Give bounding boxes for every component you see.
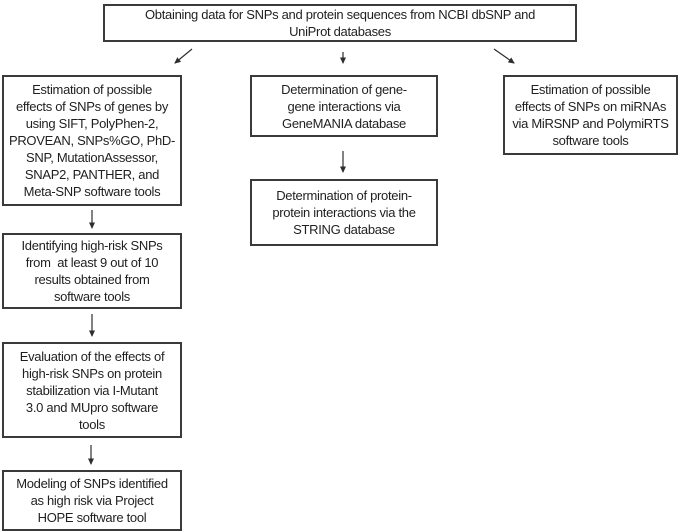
node-model-snps-project-hope-text: Modeling of SNPs identified as high risk… [16,476,168,525]
node-evaluate-protein-stabilization: Evaluation of the effects of high-risk S… [2,342,182,438]
node-estimate-snp-effects-mirnas-text: Estimation of possible effects of SNPs o… [512,82,669,148]
node-estimate-snp-effects-mirnas: Estimation of possible effects of SNPs o… [503,75,678,155]
node-gene-gene-interactions-text: Determination of gene- gene interactions… [281,81,407,131]
node-estimate-snp-effects-genes: Estimation of possible effects of SNPs o… [2,75,182,206]
arrow-top-to-right-column [493,48,515,64]
node-identify-high-risk-snps-text: Identifying high-risk SNPs from at least… [21,238,163,304]
node-obtain-data: Obtaining data for SNPs and protein sequ… [103,4,577,42]
node-model-snps-project-hope: Modeling of SNPs identified as high risk… [2,470,182,531]
node-protein-protein-interactions-text: Determination of protein- protein intera… [272,188,416,237]
node-protein-protein-interactions: Determination of protein- protein intera… [250,179,438,246]
arrow-top-to-left-column [174,48,193,64]
node-estimate-snp-effects-genes-text: Estimation of possible effects of SNPs o… [8,82,176,199]
node-identify-high-risk-snps: Identifying high-risk SNPs from at least… [2,233,182,309]
node-evaluate-protein-stabilization-text: Evaluation of the effects of high-risk S… [19,348,165,432]
node-gene-gene-interactions: Determination of gene- gene interactions… [250,75,438,137]
node-obtain-data-text: Obtaining data for SNPs and protein sequ… [145,7,535,39]
